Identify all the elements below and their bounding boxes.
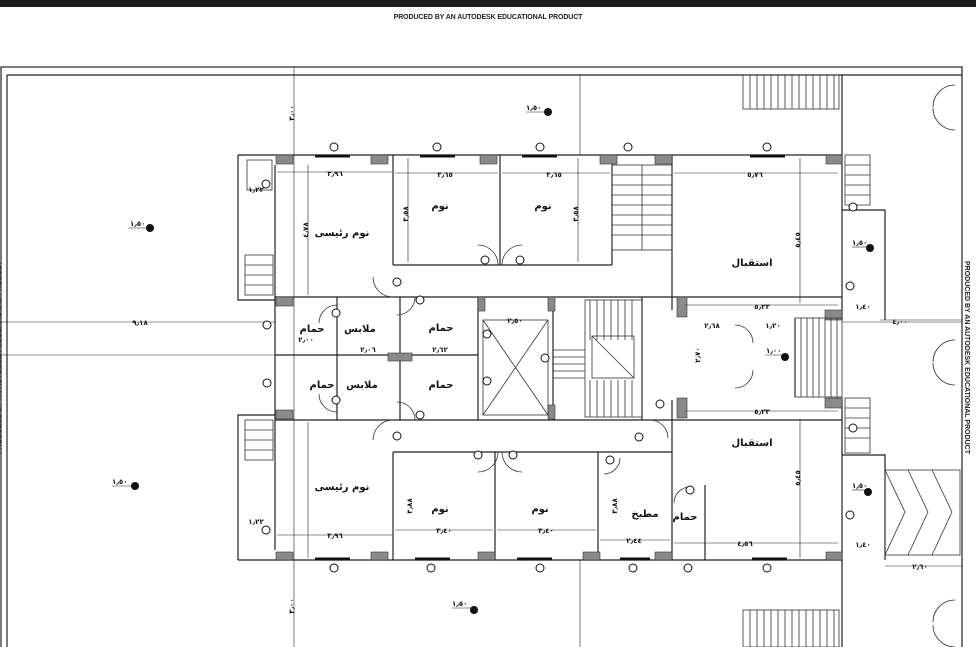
dimension-labels: ٣٫٩٦ ٣٫٦٥ ٣٫٦٥ ٥٫٧٦ ٥٫٢٣ ٤٫٧٨ ٣٫٥٨ ٣٫٥٨ … (132, 105, 927, 613)
doors (318, 244, 754, 504)
exterior-stairs-bottom (742, 609, 840, 647)
dimension-label: ١٫٤٠ (855, 303, 870, 311)
watermark-top: PRODUCED BY AN AUTODESK EDUCATIONAL PROD… (393, 14, 583, 21)
level-marker: ١٫٥٠ (112, 478, 139, 490)
gate-doors (932, 84, 956, 647)
dimension-label: ٣٫٨٨ (611, 498, 619, 514)
dimension-label: ٢٫٠٠ (298, 336, 313, 344)
dimension-label: ١٫٠٠ (766, 347, 781, 355)
dimension-label: ٣٫٩٦ (327, 532, 343, 540)
dimension-label: ٣٫٤٠ (436, 527, 451, 535)
dimension-label: ٢٫٥٠ (507, 317, 522, 325)
internal-stairs (553, 164, 673, 418)
dimension-label: ١٫٢٢ (248, 186, 264, 194)
room-reception-top: استقبال (731, 258, 772, 269)
dimension-label: ٥٫٢٣ (754, 303, 770, 311)
dimension-label: ١٫٥٠ (852, 239, 867, 247)
dimension-label: ٣٫٠٠ (288, 598, 296, 613)
dimension-label: ٣٫٩٦ (327, 170, 343, 178)
light-fixtures (261, 142, 858, 573)
entry-stairs (794, 317, 843, 398)
room-bedroom-bottom-2: نوم (531, 504, 548, 515)
dimension-label: ١٫٥٠ (130, 220, 145, 228)
dimension-label: ٢٫٠٦ (360, 346, 376, 354)
dimension-label: ٢٫٤٤ (626, 537, 641, 545)
dimension-label: ٣٫٤٠ (538, 527, 553, 535)
columns (275, 154, 843, 561)
dimension-label: ٢٫٦٢ (432, 346, 448, 354)
level-marker: ١٫٥٠ (852, 239, 874, 252)
dimension-label: ٤٫٧٨ (302, 222, 310, 238)
dimension-label: ٤٫٠٠ (892, 318, 907, 326)
ramp (884, 469, 961, 556)
room-labels: نوم رئيسى نوم نوم استقبال حمام ملابس حما… (300, 201, 773, 523)
room-bath-bottom-3: حمام (673, 512, 698, 523)
balcony-stairs (244, 154, 871, 461)
dimension-label: ٣٫٥٨ (572, 206, 580, 222)
dimension-label: ٢٫٦٨ (704, 322, 720, 330)
room-bedroom-bottom-1: نوم (431, 504, 448, 515)
dimension-label: ٥٫٢٣ (754, 408, 770, 416)
dimension-lines (277, 158, 962, 567)
level-marker: ١٫٥٠ (128, 220, 154, 232)
room-master-bottom: نوم رئيسى (315, 482, 370, 493)
level-marker: ١٫٠٠ (765, 347, 789, 361)
dimension-label: ٣٫٥٨ (402, 206, 410, 222)
room-bath-bottom-1: حمام (310, 380, 335, 391)
dimension-label: ١٫٥٠ (852, 482, 867, 490)
level-marker: ١٫٥٠ (526, 104, 552, 116)
top-bar (0, 0, 976, 7)
room-bath-bottom-2: حمام (429, 380, 454, 391)
dimension-label: ٣٫٨٨ (406, 498, 414, 514)
dimension-label: ١٫٤٠ (855, 541, 870, 549)
room-master-top: نوم رئيسى (315, 228, 370, 239)
dimension-label: ١٫٥٠ (526, 104, 541, 112)
dimension-label: ٩٫١٨ (132, 319, 148, 327)
dimension-label: ٢٫٧٠ (694, 347, 702, 362)
level-marker: ١٫٥٠ (452, 600, 478, 614)
level-marker: ١٫٥٠ (852, 482, 872, 496)
dimension-label: ٣٫٦٥ (437, 171, 452, 179)
windows (315, 154, 787, 561)
room-bedroom-top-1: نوم (431, 201, 448, 212)
dimension-label: ١٫٥٠ (452, 600, 467, 608)
dimension-label: ٥٫٧٦ (747, 171, 763, 179)
room-bath-top-2: حمام (429, 323, 454, 334)
dimension-label: ١٫٥٠ (112, 478, 127, 486)
room-reception-bottom: استقبال (731, 438, 772, 449)
dimension-label: ١٫٢٠ (765, 322, 780, 330)
dimension-label: ٤٫٥٦ (737, 540, 753, 548)
dimension-label: ٢٫٦٠ (912, 563, 927, 571)
elevator-shaft (482, 319, 549, 416)
dimension-label: ٥٫٤٥ (794, 232, 802, 247)
exterior-stairs-top (742, 74, 840, 110)
dimension-label: ٣٫٠٠ (288, 105, 296, 120)
level-markers: ١٫٥٠ ١٫٥٠ ١٫٥٠ ١٫٥٠ ١٫٥٠ ١٫٥٠ ١٫٠٠ (112, 104, 874, 614)
room-bedroom-top-2: نوم (534, 201, 551, 212)
room-kitchen: مطبخ (631, 509, 658, 520)
dimension-label: ١٫٢٢ (248, 518, 264, 526)
room-bath-top-1: حمام (300, 324, 325, 335)
dimension-label: ٥٫٤٥ (794, 470, 802, 485)
dimension-label: ٣٫٦٥ (546, 171, 561, 179)
room-closet-bottom: ملابس (346, 380, 378, 391)
room-closet-top: ملابس (344, 324, 376, 335)
